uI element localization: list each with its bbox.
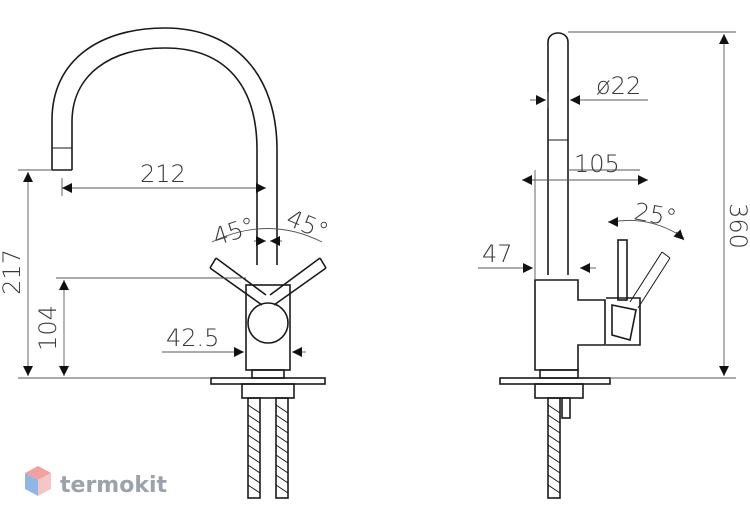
dim-side-reach: 105 [574, 150, 620, 178]
dim-body-diameter: 42.5 [166, 324, 219, 352]
front-base-plate [210, 377, 326, 385]
dim-total-height-side: 360 [724, 203, 750, 249]
side-lever [606, 239, 671, 346]
dim-handle-angle-right: 45° [282, 204, 332, 246]
logo-cube-left [25, 473, 38, 496]
side-body [534, 279, 606, 371]
side-base-plate [499, 377, 611, 385]
dim-handle-angle-left: 45° [209, 212, 258, 252]
dim-base-offset: 47 [482, 240, 513, 268]
front-supply-hoses [247, 397, 289, 499]
dim-lever-angle: 25° [632, 197, 679, 232]
termokit-logo: termokit [25, 466, 167, 498]
front-spout [51, 27, 278, 265]
logo-text: termokit [60, 473, 167, 498]
dim-spout-reach: 212 [140, 160, 186, 188]
side-supply-hose [547, 397, 561, 499]
dim-spout-diameter: ø22 [596, 72, 641, 100]
logo-cube-right [38, 473, 51, 496]
side-spout [547, 32, 569, 275]
front-handles [209, 257, 327, 306]
dim-total-height-front: 217 [0, 249, 26, 295]
side-view: ø22 105 25° 47 360 [478, 31, 750, 499]
front-view: 212 45° 45° 217 104 42.5 [0, 27, 332, 499]
dim-body-height: 104 [34, 305, 62, 351]
